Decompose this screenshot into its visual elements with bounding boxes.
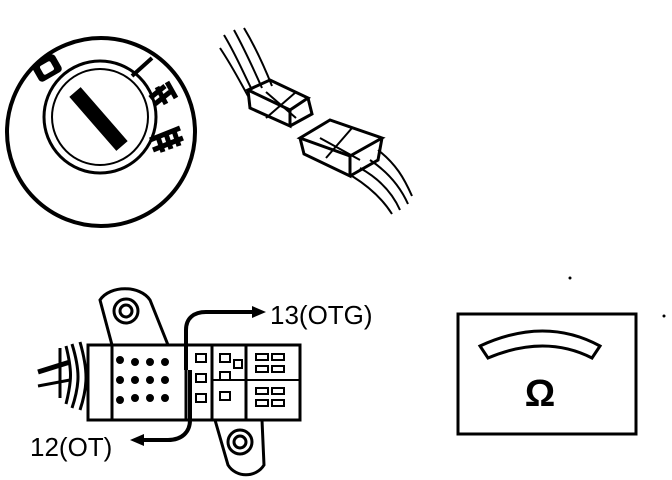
ohm-symbol: Ω [525,373,555,415]
test-lead-12 [130,370,192,446]
speck [568,276,572,280]
position-I-mark [130,56,154,78]
position-0-mark [32,54,62,82]
ohmmeter-scale [477,329,603,360]
ignition-connector-icon [37,287,302,477]
ohmmeter-icon: Ω [456,312,638,436]
position-III-mark [149,125,184,153]
test-lead-13 [184,306,266,370]
ignition-switch-icon [5,36,197,228]
disconnected-connector-icon [219,27,413,215]
pin-12-label: 12(OT) [30,432,112,462]
ohmmeter-frame [456,312,638,436]
speck [662,314,666,318]
pin-13-label: 13(OTG) [270,300,373,330]
position-II-mark [148,80,179,106]
